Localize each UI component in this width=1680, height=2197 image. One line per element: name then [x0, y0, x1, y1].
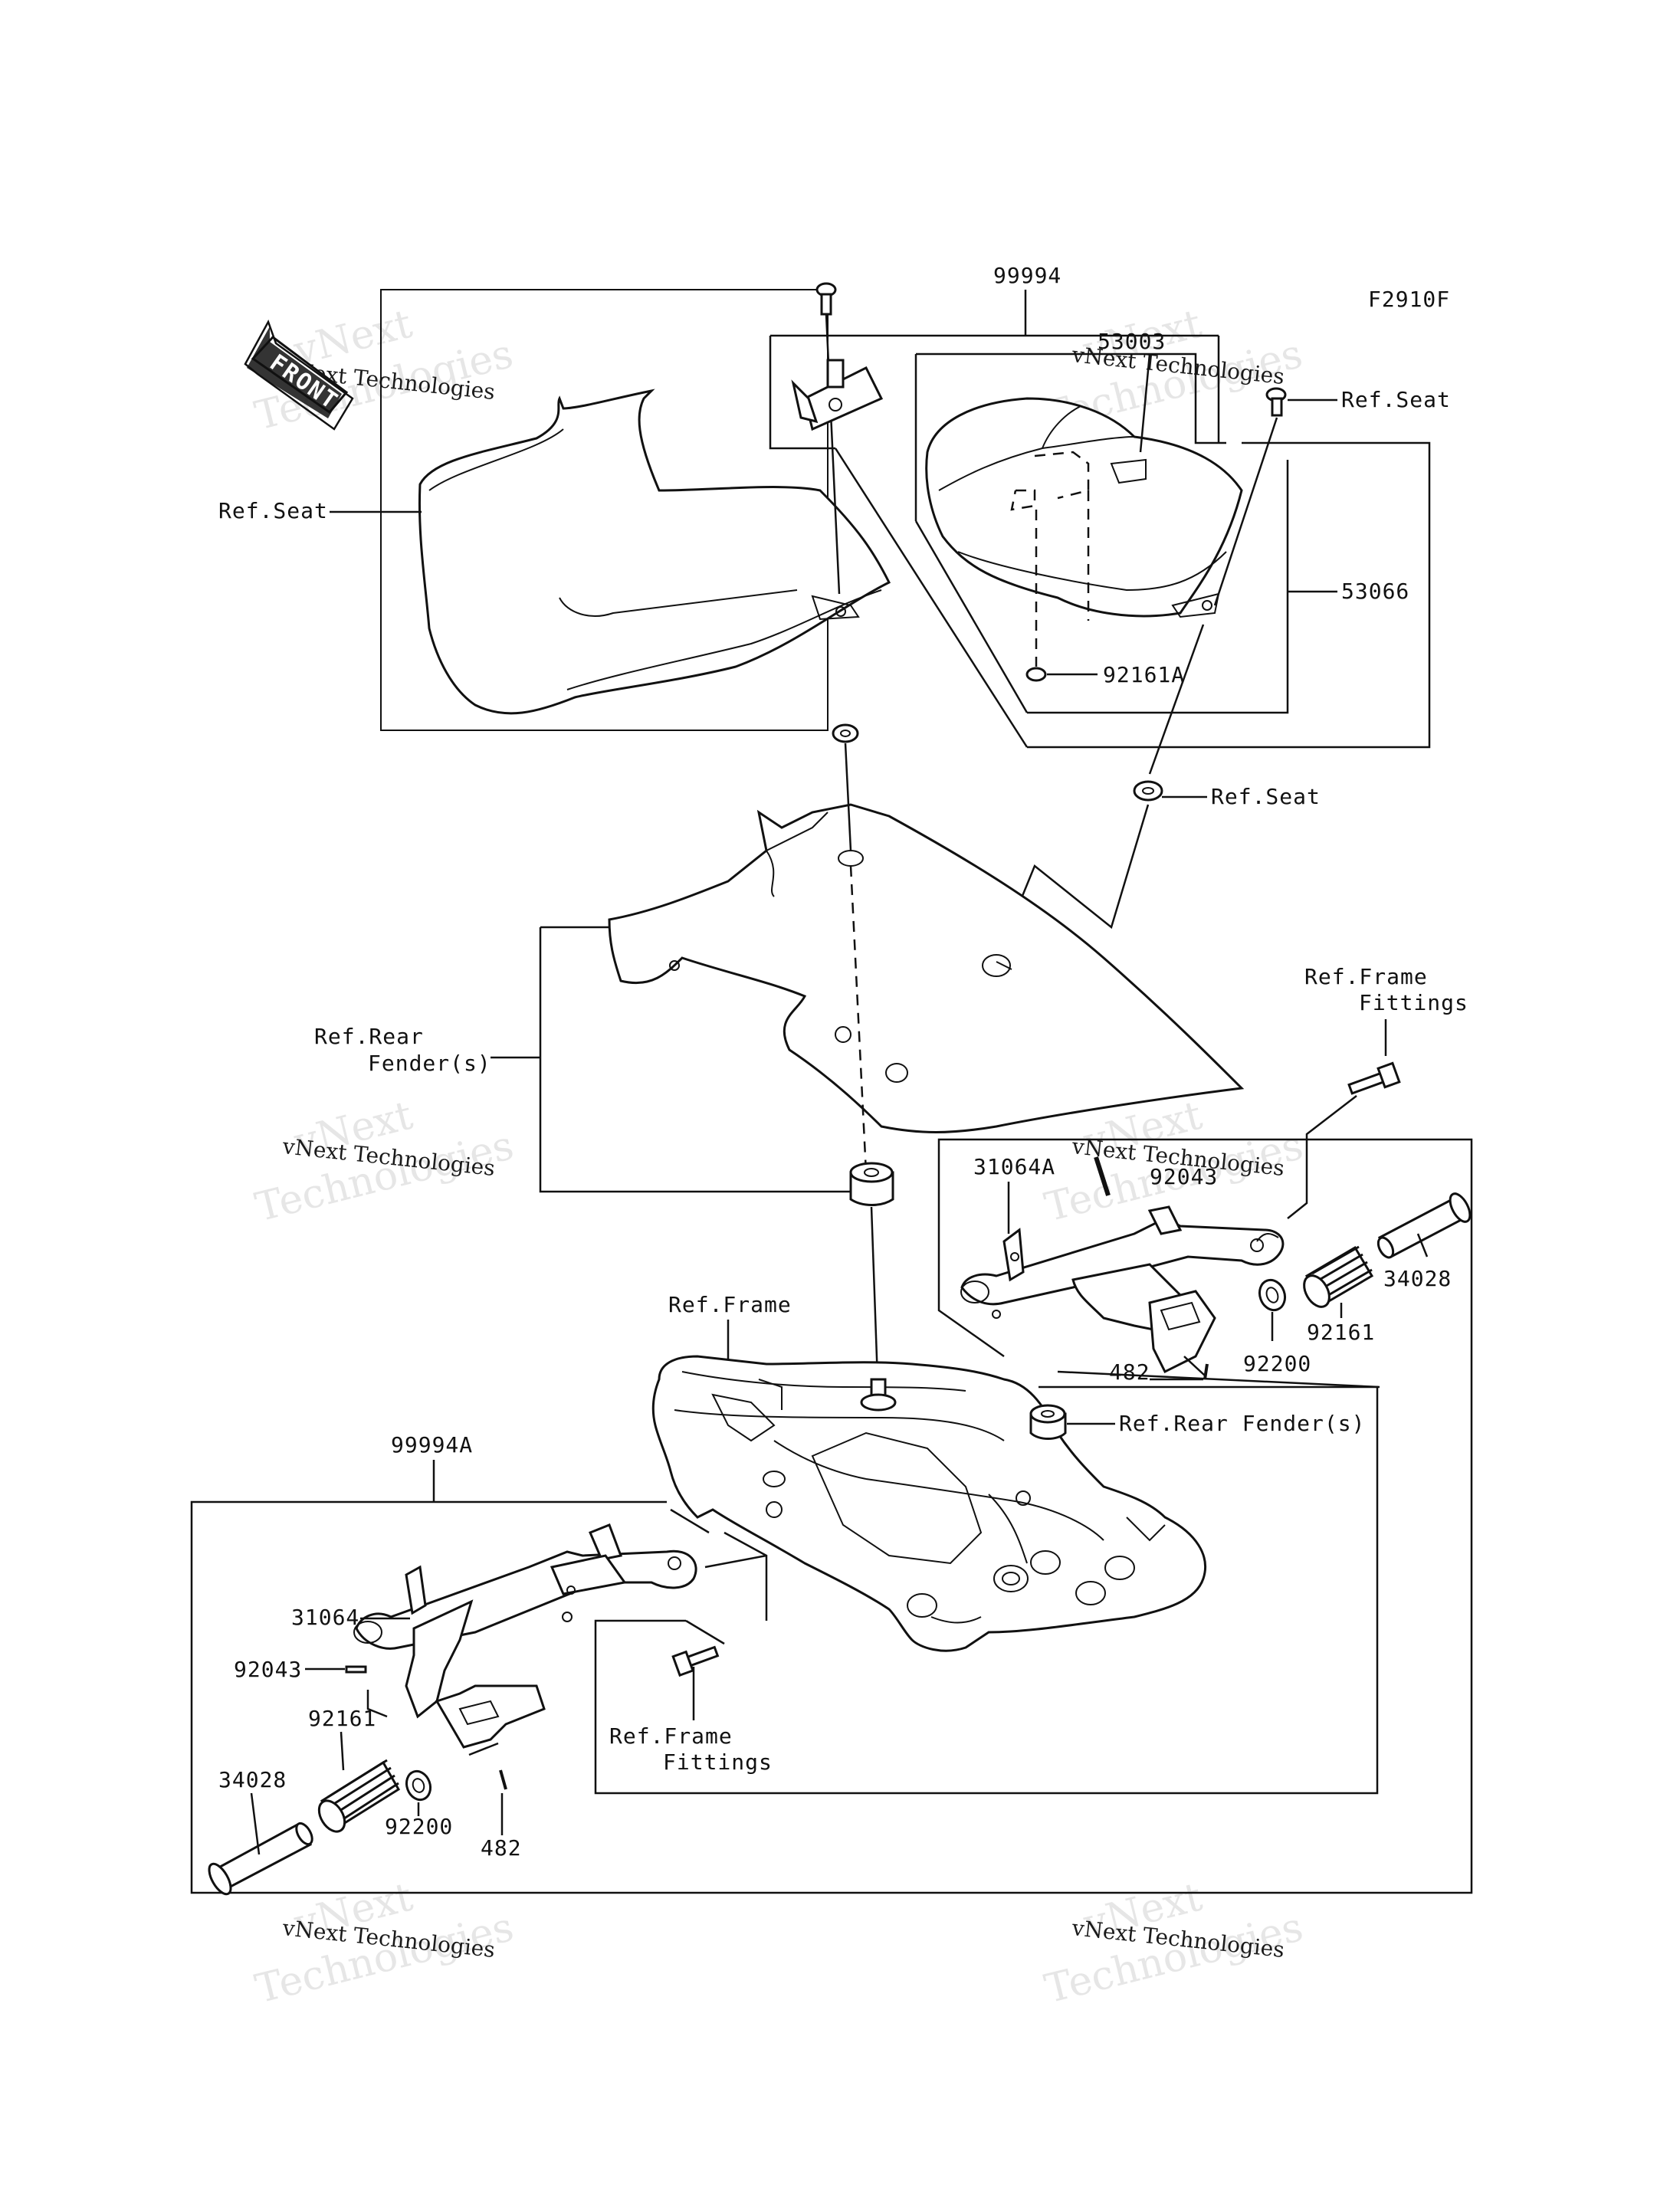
- seat-bolt-right: [1265, 387, 1287, 417]
- frame-center-stud: [860, 1378, 897, 1412]
- rear-fender-bracket: [539, 927, 866, 1193]
- footpeg-bracket-left: [353, 1523, 697, 1749]
- label-92200-right: 92200: [1243, 1351, 1311, 1376]
- label-31064: 31064: [291, 1605, 359, 1630]
- footpeg-pin-34028-left: [208, 1822, 313, 1896]
- label-482-left: 482: [481, 1835, 522, 1861]
- frame: [651, 1355, 1207, 1652]
- figure-code: F2910F: [1368, 287, 1450, 312]
- pin-92043-top: [1094, 1156, 1111, 1196]
- label-53003: 53003: [1098, 329, 1166, 354]
- label-ref-seat-washer: Ref.Seat: [1211, 784, 1321, 809]
- label-92200-left: 92200: [385, 1814, 453, 1839]
- label-482-right: 482: [1109, 1359, 1150, 1385]
- label-ref-frame: Ref.Frame: [668, 1292, 792, 1317]
- label-ref-rear-fender-l2: Fender(s): [368, 1051, 491, 1076]
- seat-washer-right: [1133, 780, 1163, 802]
- label-ref-frame-fittings-bot-l1: Ref.Frame: [609, 1723, 733, 1749]
- label-99994A: 99994A: [391, 1432, 473, 1458]
- footpeg-rubber-92161-left: [317, 1759, 401, 1833]
- pin-92043-left: [345, 1665, 367, 1674]
- label-53066: 53066: [1341, 579, 1409, 604]
- footpeg-pin-34028-right: [1376, 1192, 1472, 1259]
- seat-washer-left: [832, 723, 859, 743]
- footpeg-rubber-92161-right: [1303, 1245, 1374, 1308]
- label-ref-rear-fender-l1: Ref.Rear: [314, 1024, 424, 1049]
- label-92161-left: 92161: [308, 1706, 376, 1731]
- label-92043-left: 92043: [234, 1657, 302, 1682]
- label-ref-rear-fender-mid: Ref.Rear Fender(s): [1119, 1411, 1365, 1436]
- label-ref-frame-fittings-top-l1: Ref.Frame: [1304, 964, 1428, 989]
- label-99994: 99994: [993, 263, 1061, 288]
- label-ref-seat-bolt: Ref.Seat: [1341, 387, 1451, 412]
- label-ref-seat-left: Ref.Seat: [218, 498, 328, 523]
- seat-bolt-top: [815, 282, 837, 316]
- frame-fitting-bolt-top: [1347, 1061, 1401, 1095]
- rear-fender-bushing: [1029, 1404, 1067, 1440]
- rear-fender: [608, 803, 1245, 1133]
- label-34028-right: 34028: [1383, 1266, 1452, 1291]
- washer-92200-left: [405, 1769, 432, 1802]
- label-92043-top: 92043: [1150, 1164, 1218, 1189]
- washer-92200-right: [1258, 1278, 1287, 1312]
- label-ref-frame-fittings-bot-l2: Fittings: [663, 1749, 773, 1775]
- label-92161A: 92161A: [1103, 662, 1185, 687]
- pillion-seat: [925, 397, 1243, 618]
- label-31064A: 31064A: [973, 1154, 1055, 1179]
- frame-fitting-bolt-bottom: [671, 1645, 720, 1677]
- frame-inner-box: [594, 1385, 1379, 1795]
- label-92161-right: 92161: [1307, 1320, 1375, 1345]
- fender-mount-grommet: [849, 1162, 894, 1206]
- rider-seat: [418, 389, 891, 715]
- footpeg-group-outer-box: [190, 1138, 1473, 1894]
- grommet-92161A: [1025, 667, 1047, 682]
- label-34028-left: 34028: [218, 1767, 287, 1792]
- cotter-pin-482-right: [1203, 1363, 1209, 1380]
- label-ref-frame-fittings-top-l2: Fittings: [1359, 990, 1468, 1015]
- seat-mount-bracket: [791, 359, 884, 431]
- footpeg-bracket-right: [960, 1205, 1285, 1374]
- cotter-pin-482-left: [499, 1769, 507, 1790]
